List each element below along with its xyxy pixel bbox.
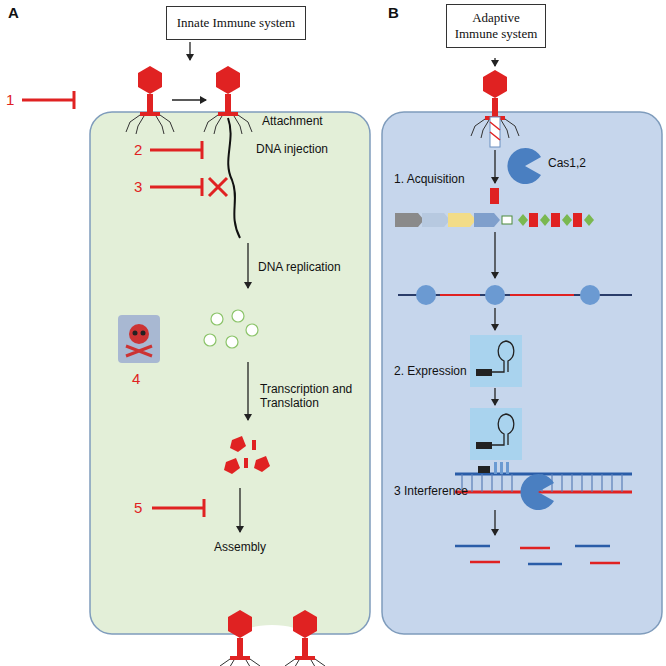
step-label: DNA replication xyxy=(258,260,341,274)
step-label: Cas1,2 xyxy=(548,156,586,170)
panel-letter: A xyxy=(8,4,19,21)
title-box: Innate Immune system xyxy=(166,6,306,40)
step-label: 2. Expression xyxy=(394,364,467,378)
box-text: Innate Immune system xyxy=(177,15,295,31)
step-label: Transcription and Translation xyxy=(260,382,358,410)
toxin-icon xyxy=(118,315,160,363)
callout-number: 5 xyxy=(134,499,142,516)
step-label: 3 Interference xyxy=(394,484,468,498)
callout-number: 2 xyxy=(134,141,142,158)
step-label: DNA injection xyxy=(256,142,328,156)
panel-letter: B xyxy=(388,4,399,21)
cell-panel-a xyxy=(90,112,370,634)
callout-number: 3 xyxy=(134,178,142,195)
crispr-array xyxy=(395,213,594,227)
step-label: 1. Acquisition xyxy=(394,172,465,186)
cell-panel-b xyxy=(382,112,662,634)
title-box: Adaptive Immune system xyxy=(446,4,546,48)
box-text: Adaptive Immune system xyxy=(453,10,539,42)
callout-number: 1 xyxy=(6,91,14,108)
step-label: Assembly xyxy=(214,540,266,554)
step-label: Attachment xyxy=(262,114,323,128)
callout-number: 4 xyxy=(132,370,140,387)
